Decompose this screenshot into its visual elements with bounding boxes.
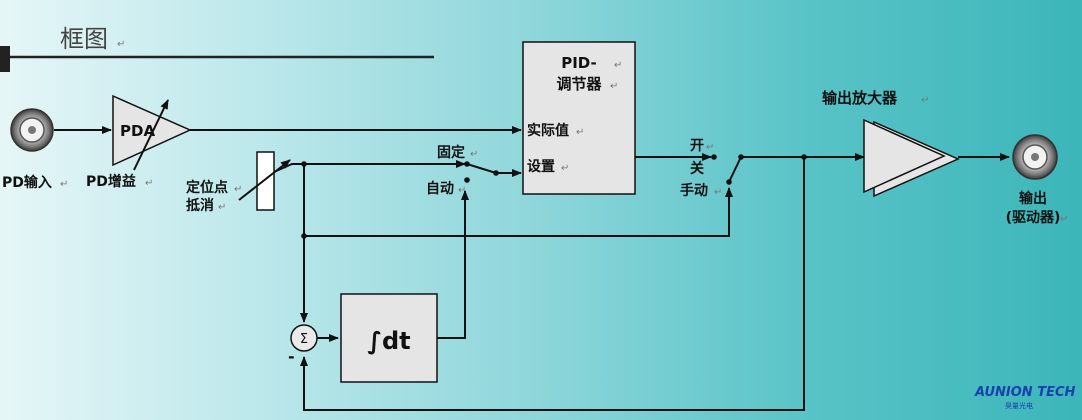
integrator-block (340, 293, 438, 383)
offset-wire (273, 163, 423, 173)
paragraph-mark: ↵ (60, 179, 68, 190)
gain-adjust-arrow-icon (133, 99, 169, 171)
off-label: 关 (690, 160, 704, 177)
paragraph-mark: ↵ (561, 163, 569, 174)
paragraph-mark: ↵ (610, 81, 618, 92)
output-label-line2: (驱动器) (1006, 209, 1061, 226)
pid-setpoint-label: 设置 (527, 158, 555, 175)
paragraph-mark: ↵ (576, 127, 584, 138)
pda-amplifier-block (112, 94, 192, 167)
paragraph-mark: ↵ (921, 95, 929, 106)
output-connector-icon (1012, 134, 1058, 180)
paragraph-mark: ↵ (614, 60, 622, 71)
amplifier-label: 输出放大器 (822, 89, 898, 107)
offset-label-line2: 抵消 (186, 197, 214, 214)
on-label: 开 (690, 138, 704, 154)
fixed-label: 固定 (437, 144, 465, 161)
integrator-output-wire (437, 190, 469, 339)
pid-title-line2: 调节器 (556, 75, 602, 93)
paragraph-mark: ↵ (145, 178, 153, 189)
auto-label: 自动 (426, 180, 454, 197)
paragraph-mark: ↵ (714, 187, 722, 198)
pd-input-label: PD输入 (2, 174, 52, 191)
paragraph-mark: ↵ (218, 202, 226, 213)
offset-potentiometer-block (256, 151, 275, 211)
paragraph-mark: ↵ (117, 39, 125, 50)
logo-brand: AUNION TECH (974, 385, 1075, 400)
manual-label: 手动 (680, 182, 708, 199)
pid-actual-label: 实际值 (527, 122, 569, 139)
offset-adjust-arrow-icon (238, 159, 291, 201)
title-bar-marker (0, 46, 10, 72)
offset-label-line1: 定位点 (186, 179, 228, 196)
paragraph-mark: ↵ (1060, 214, 1068, 225)
switch-contact-on (711, 154, 717, 160)
integrator-label: ∫dt (367, 327, 410, 355)
pda-label: PDA (120, 122, 155, 140)
summer-symbol: Σ (300, 332, 308, 347)
manual-path-wire (304, 187, 733, 237)
paragraph-mark: ↵ (470, 149, 478, 160)
paragraph-mark: ↵ (706, 142, 714, 153)
output-switch-blade (728, 156, 742, 183)
output-amplifier-block (863, 118, 946, 194)
pd-input-connector-icon (10, 108, 54, 152)
paragraph-mark: ↵ (458, 185, 466, 196)
brand-logo: AUNION TECH 昊量光电 (974, 385, 1075, 410)
output-label-line1: 输出 (1019, 190, 1047, 207)
summer-minus-sign: - (288, 347, 295, 366)
logo-subtitle: 昊量光电 (1005, 401, 1033, 410)
pid-controller-block (522, 41, 636, 195)
pd-gain-label: PD增益 (86, 173, 136, 190)
paragraph-mark: ↵ (234, 184, 242, 195)
setpoint-switch-blade (466, 163, 497, 174)
diagram-title: 框图 (60, 25, 108, 53)
feedback-wire (300, 157, 805, 411)
switch-contact-auto (464, 177, 470, 183)
pid-title-line1: PID- (561, 54, 597, 72)
